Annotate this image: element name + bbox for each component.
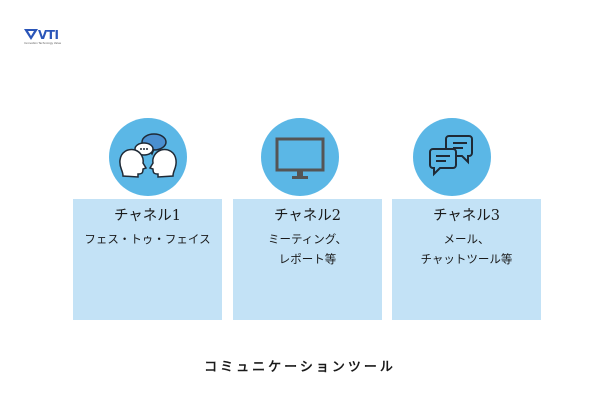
face-to-face-icon (119, 133, 177, 178)
channel-3-card: チャネル3 メール、 チャットツール等 (392, 199, 541, 320)
channel-2-icon-circle (261, 118, 339, 196)
monitor-icon (275, 137, 325, 179)
channel-1-icon-circle (109, 118, 187, 196)
channel-2-card: チャネル2 ミーティング、 レポート等 (233, 199, 382, 320)
logo-tagline: Innovation Technology Value (24, 42, 62, 45)
chat-bubbles-icon (429, 135, 473, 177)
channel-1-title: チャネル1 (113, 208, 182, 224)
channel-3-description: メール、 チャットツール等 (420, 232, 513, 266)
channel-3-icon-circle (413, 118, 491, 196)
logo-mark-icon (24, 29, 38, 40)
channel-2-title: チャネル2 (273, 208, 342, 224)
channel-3-title: チャネル3 (432, 208, 501, 224)
vti-logo: VTI Innovation Technology Value (24, 28, 74, 49)
channel-2-description: ミーティング、 レポート等 (267, 232, 347, 266)
logo-text: VTI (38, 28, 59, 42)
channel-1-card: チャネル1 フェス・トゥ・フェイス (73, 199, 222, 320)
channel-1-description: フェス・トゥ・フェイス (84, 232, 211, 246)
diagram-caption: コミュニケーションツール (204, 360, 396, 375)
